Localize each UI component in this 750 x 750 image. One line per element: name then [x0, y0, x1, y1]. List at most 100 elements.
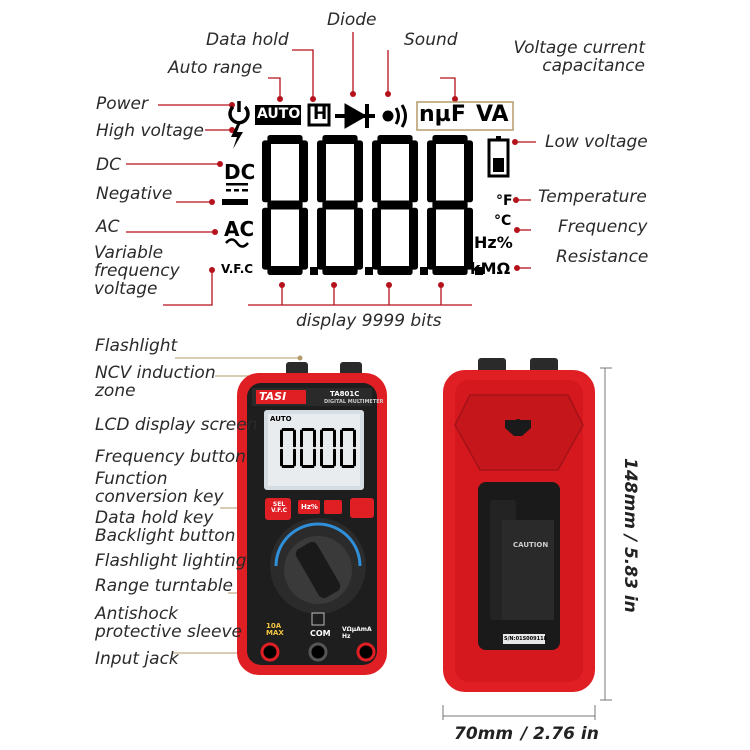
jack-10a-label: 10A MAX [266, 622, 284, 637]
segment-d [301, 465, 315, 468]
segment-e [320, 448, 323, 467]
decimal-point [365, 267, 373, 275]
segment-b [353, 429, 356, 448]
segment-f [320, 429, 323, 448]
segment-d [377, 266, 413, 275]
decimal-point [310, 267, 318, 275]
label-resistance: Resistance [556, 247, 649, 267]
label-flashlight-lighting: Flashlight lighting [95, 551, 247, 571]
dc-symbol-lines [226, 183, 248, 192]
segment-e [300, 448, 303, 467]
lcd-digit [372, 135, 428, 275]
segment-e [262, 207, 271, 270]
dc-label: DC [224, 160, 256, 184]
segment-c [293, 448, 296, 467]
hz-key-label: Hz% [301, 503, 318, 511]
label-antishock: Antishock protective sleeve [95, 604, 242, 642]
kilo-mega-ohm-label: kMΩ [470, 259, 511, 278]
segment-g [322, 200, 358, 210]
screen-auto: AUTO [270, 415, 292, 423]
ac-wave [225, 238, 249, 248]
segment-g [377, 200, 413, 210]
label-voltage-current-capacitance: Voltage current capacitance [513, 38, 646, 76]
lcd-digit [317, 135, 373, 275]
width-mm: 70mm [454, 724, 514, 744]
segment-e [372, 207, 381, 270]
segment-d [322, 266, 358, 275]
hold-label: H [313, 104, 328, 124]
front-digit [340, 428, 356, 468]
jack-v-label: VΩµAmA Hz [342, 626, 372, 640]
auto-box [255, 105, 301, 125]
vfc-label: V.F.C [221, 262, 254, 276]
label-diode: Diode [327, 10, 377, 30]
lcd-digit [427, 135, 483, 275]
flashlight-key[interactable] [350, 498, 374, 518]
label-low-voltage: Low voltage [545, 132, 648, 152]
segment-b [313, 429, 316, 448]
front-digit [320, 428, 336, 468]
celsius-label: °C [494, 213, 512, 229]
high-voltage-icon [231, 122, 243, 149]
label-range-turntable: Range turntable [95, 576, 233, 596]
lcd-digit [262, 135, 318, 275]
height-dimension: 148mm / 5.83 in [620, 458, 640, 613]
segment-f [300, 429, 303, 448]
segment-d [281, 465, 295, 468]
label-ac: AC [96, 217, 120, 237]
frequency-key[interactable] [298, 500, 320, 514]
sel-vfc-label: SEL V.F.C [270, 501, 288, 514]
label-lcd-screen: LCD display screen [95, 415, 258, 435]
segment-a [377, 135, 413, 144]
segment-g [267, 200, 303, 210]
label-frequency-button: Frequency button [95, 447, 246, 467]
caution-label: CAUTION [513, 541, 549, 549]
width-in: 2.76 in [533, 724, 599, 744]
front-digit [280, 428, 296, 468]
segment-f [340, 429, 343, 448]
negative-bar [222, 199, 248, 205]
brand-text: TASI [259, 390, 287, 403]
label-display-bits: display 9999 bits [296, 311, 442, 331]
segment-b [409, 140, 418, 203]
segment-c [353, 448, 356, 467]
segment-e [340, 448, 343, 467]
segment-d [432, 266, 468, 275]
segment-a [322, 135, 358, 144]
segment-e [427, 207, 436, 270]
sound-icon [382, 104, 407, 128]
ac-label: AC [224, 217, 255, 241]
segment-c [333, 448, 336, 467]
segment-e [280, 448, 283, 467]
front-digits [280, 428, 356, 468]
segment-b [333, 429, 336, 448]
segment-d [341, 465, 355, 468]
label-negative: Negative [96, 184, 173, 204]
label-sound: Sound [404, 30, 458, 50]
segment-g [432, 200, 468, 210]
diode-icon [335, 103, 375, 129]
auto-label: AUTO [257, 106, 301, 122]
model-text: TA801C [330, 390, 360, 398]
segment-b [464, 140, 473, 203]
capacitance-units: nµF [419, 102, 466, 127]
hold-key[interactable] [324, 500, 342, 514]
segment-c [299, 207, 308, 270]
input-jacks[interactable] [260, 642, 376, 662]
segment-a [267, 135, 303, 144]
segment-c [313, 448, 316, 467]
voltage-current-units: VA [476, 102, 509, 127]
label-temperature: Temperature [538, 187, 647, 207]
fahrenheit-label: °F [496, 193, 513, 209]
segment-f [427, 140, 436, 203]
label-input-jack: Input jack [95, 649, 179, 669]
serial-number: S/N:01S009118 [504, 636, 548, 642]
subtitle-text: DIGITAL MULTIMETER [324, 399, 384, 405]
units-box [416, 101, 514, 131]
segment-d [321, 465, 335, 468]
segment-f [317, 140, 326, 203]
segment-b [299, 140, 308, 203]
sel-vfc-key[interactable] [265, 498, 291, 520]
